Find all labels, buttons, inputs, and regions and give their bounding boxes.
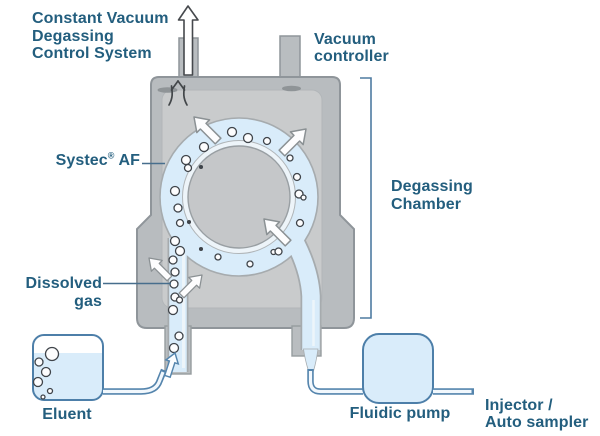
degassing-chamber-bracket xyxy=(360,77,372,319)
dissolved-gas-label: Dissolved gas xyxy=(25,275,102,310)
degassing-chamber-label: Degassing Chamber xyxy=(391,178,473,213)
outlet-neck xyxy=(303,348,319,372)
systec-af-label: Systec® AF xyxy=(55,150,140,169)
fluidic-pump-label: Fluidic pump xyxy=(349,405,451,422)
injector-autosampler-label: Injector / Auto sampler xyxy=(485,397,589,431)
vacuum-port-right xyxy=(282,85,301,92)
outlet-tube xyxy=(288,240,320,350)
eluent-container xyxy=(32,334,104,401)
eluent-bubbles xyxy=(32,346,60,400)
vacuum-port-left xyxy=(157,87,178,93)
pump-inlet-tube xyxy=(307,369,363,395)
vacuum-controller-label: Vacuum controller xyxy=(314,31,389,65)
registered-mark: ® xyxy=(107,150,115,161)
eluent-tube xyxy=(103,350,182,395)
gas-bubbles xyxy=(167,126,307,354)
vacuum-exhaust-arrow-icon xyxy=(177,5,199,76)
suction-flow-icon xyxy=(168,80,188,106)
eluent-label: Eluent xyxy=(42,406,92,423)
system-title: Constant Vacuum Degassing Control System xyxy=(32,10,169,62)
fluidic-pump-box xyxy=(362,333,434,404)
vacuum-pipe-right xyxy=(279,35,301,81)
